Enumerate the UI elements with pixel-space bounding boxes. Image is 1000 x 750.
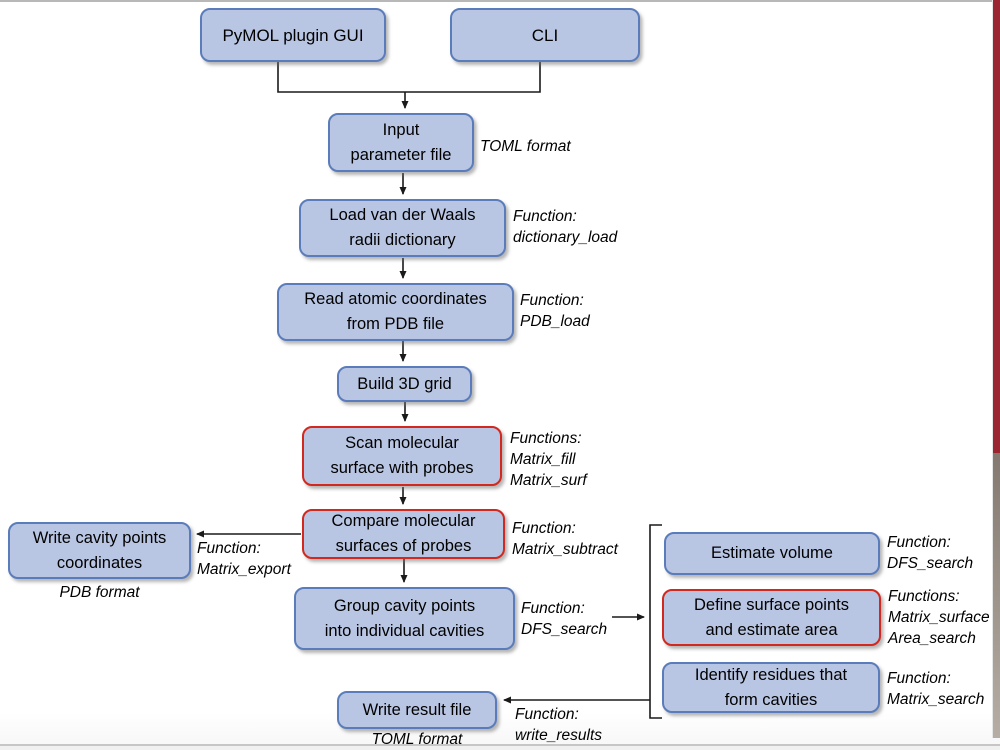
node-identify-residues: Identify residues that form cavities <box>662 662 880 713</box>
node-compare-molecular-surfaces: Compare molecular surfaces of probes <box>302 509 505 559</box>
node-cli: CLI <box>450 8 640 62</box>
node-pymol-plugin-gui: PyMOL plugin GUI <box>200 8 386 62</box>
note-function-pdb-load: Function: PDB_load <box>520 292 590 330</box>
note-functions-matrix-fill-surf: Functions: Matrix_fill Matrix_surf <box>510 430 587 489</box>
right-edge-red-strip <box>992 0 1000 453</box>
analysis-bracket <box>649 524 662 719</box>
node-write-cavity-points: Write cavity points coordinates <box>8 522 191 579</box>
right-edge-taupe-strip <box>992 453 1000 738</box>
node-estimate-volume: Estimate volume <box>664 532 880 575</box>
caption-toml-format-result: TOML format <box>371 731 463 748</box>
node-write-result-file: Write result file <box>337 691 497 729</box>
note-functions-matrix-surface-area: Functions: Matrix_surface Area_search <box>888 588 990 647</box>
note-toml-format-input: TOML format <box>480 138 571 155</box>
node-read-atomic-coordinates: Read atomic coordinates from PDB file <box>277 283 514 341</box>
node-define-surface-points: Define surface points and estimate area <box>662 589 881 646</box>
merge-connector <box>277 62 541 93</box>
node-load-vdw-dictionary: Load van der Waals radii dictionary <box>299 199 506 257</box>
node-group-cavity-points: Group cavity points into individual cavi… <box>294 587 515 650</box>
bottom-edge-line <box>0 744 1000 750</box>
node-build-3d-grid: Build 3D grid <box>337 366 472 402</box>
note-function-write-results: Function: write_results <box>515 706 602 744</box>
note-function-matrix-search: Function: Matrix_search <box>887 670 985 708</box>
node-scan-molecular-surface: Scan molecular surface with probes <box>302 426 502 486</box>
note-function-dictionary-load: Function: dictionary_load <box>513 208 618 246</box>
node-input-parameter-file: Input parameter file <box>328 113 474 172</box>
note-function-matrix-export: Function: Matrix_export <box>197 540 291 578</box>
note-function-dfs-search-volume: Function: DFS_search <box>887 534 974 572</box>
top-edge-line <box>0 0 1000 2</box>
caption-pdb-format: PDB format <box>59 584 140 601</box>
note-function-matrix-subtract: Function: Matrix_subtract <box>512 520 618 558</box>
note-function-dfs-search-group: Function: DFS_search <box>521 600 608 638</box>
